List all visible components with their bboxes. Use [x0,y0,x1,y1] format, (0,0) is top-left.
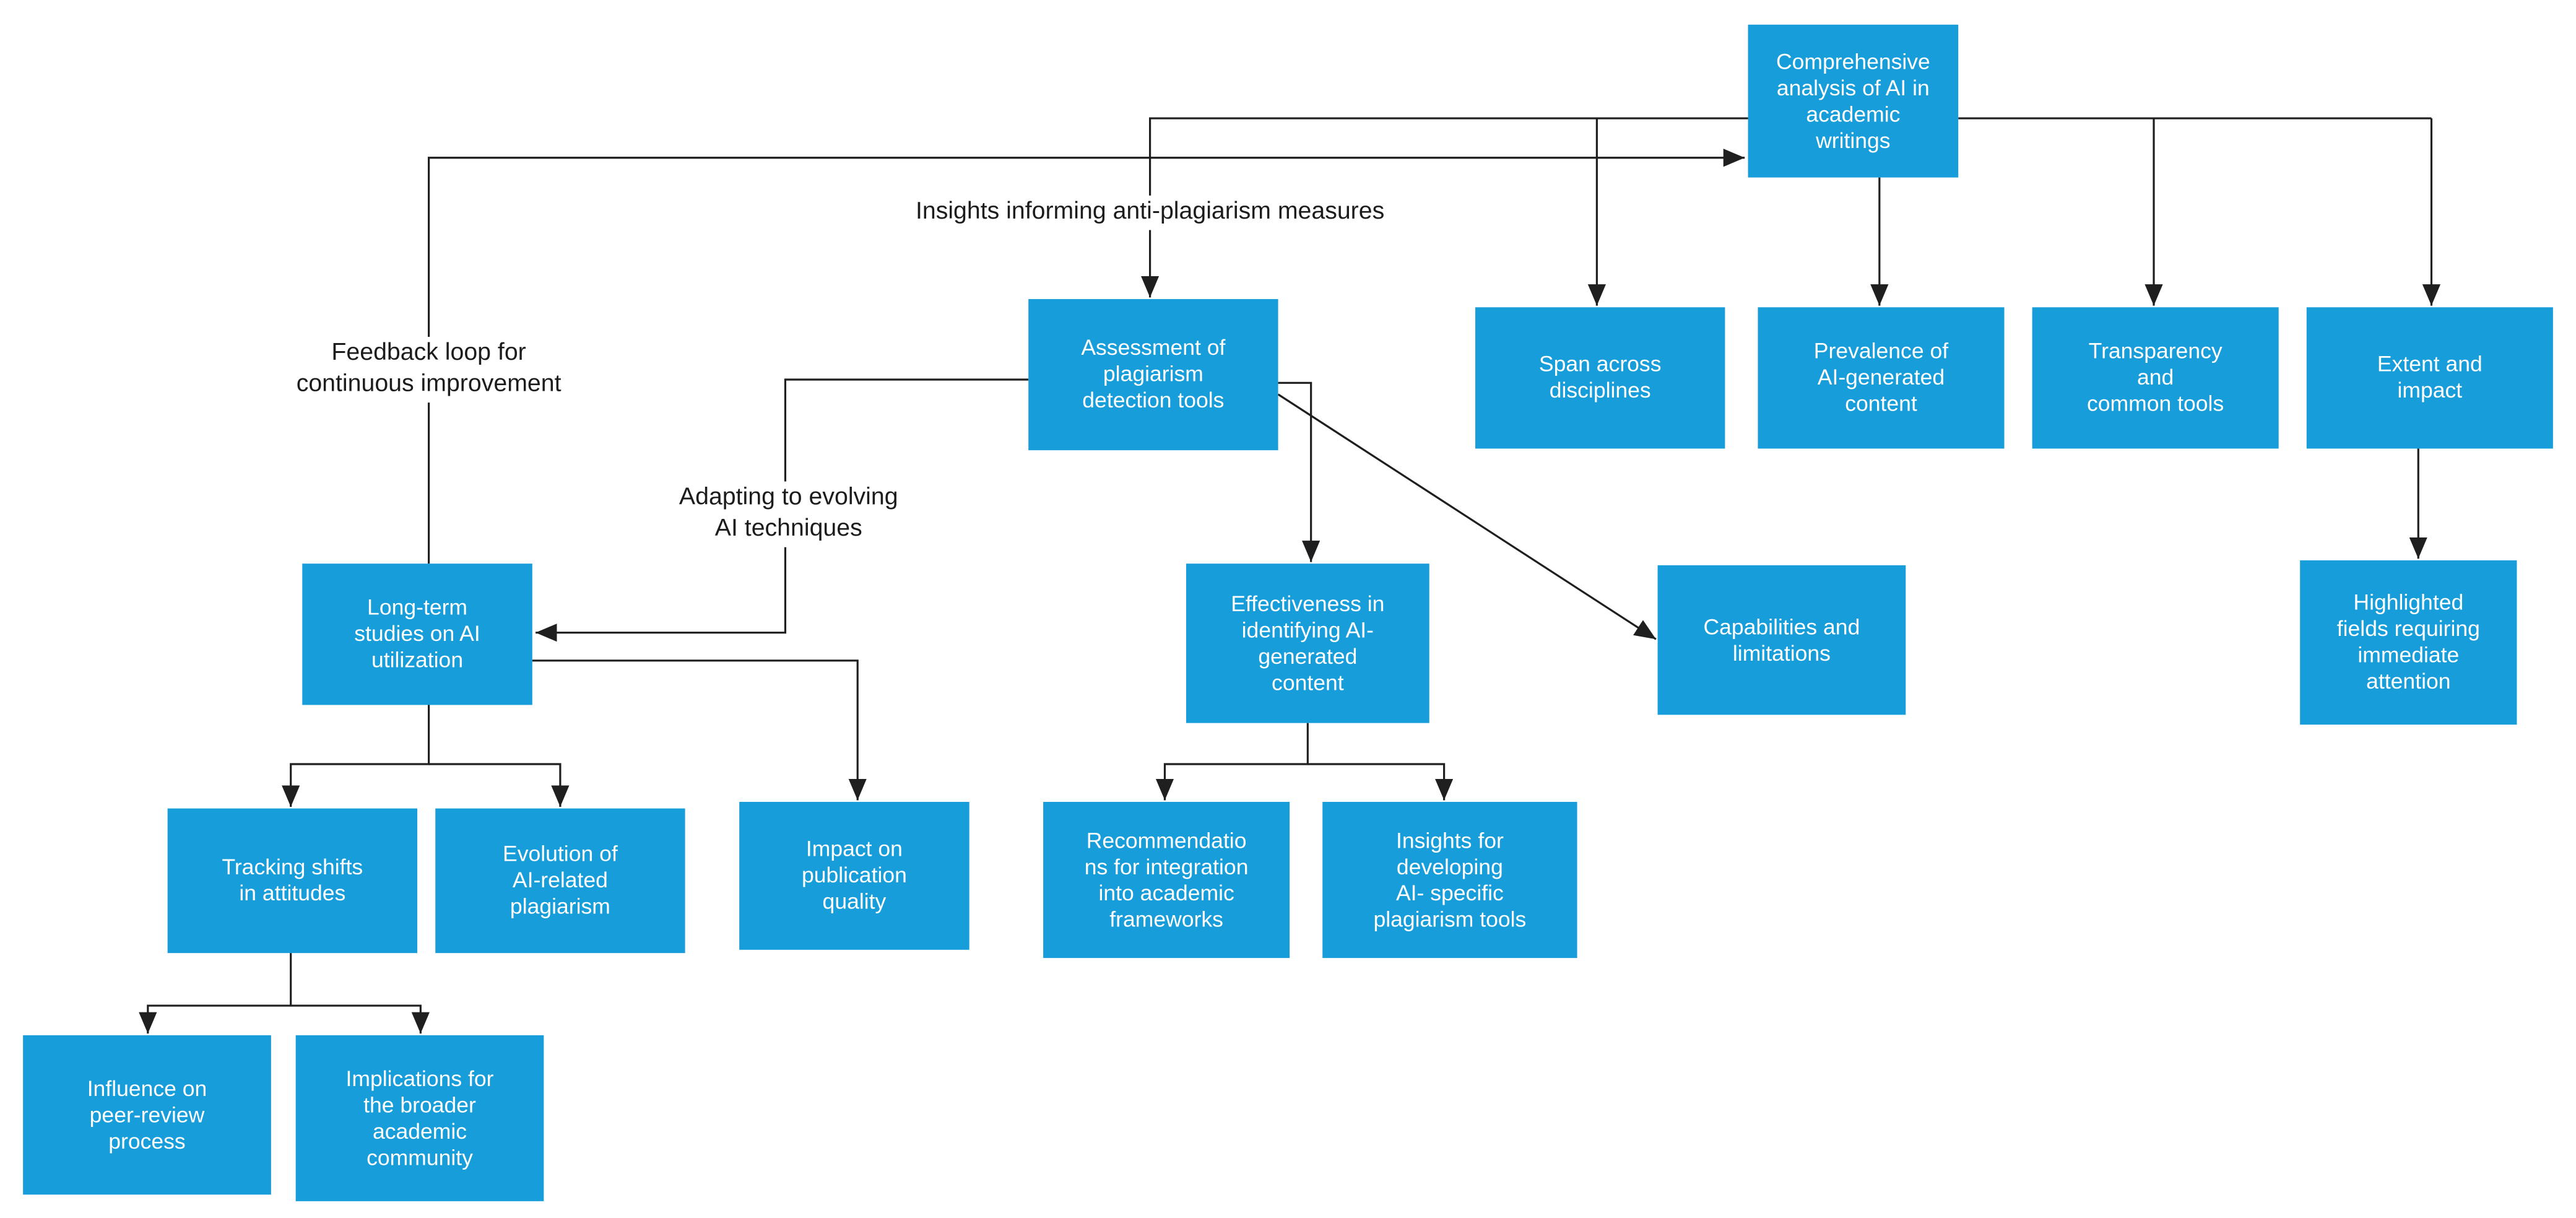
node-text-line: attention [2366,669,2451,694]
node-text-line: Span across [1538,351,1662,376]
connector-tracking-split-right [290,1004,430,1034]
edge-label-insights: Insights informing anti-plagiarism measu… [907,195,1393,230]
connector-to-capabilities [1277,393,1657,640]
connector-insights [1140,117,1748,298]
node-text-line: Comprehensive [1776,48,1930,74]
connector-to-effectiveness [1278,381,1321,562]
node-text-line: Tracking shifts [222,854,363,879]
node-span-disciplines: Span across disciplines [1475,307,1725,449]
node-text-line: into academic [1098,880,1234,905]
node-evolution-plagiarism: Evolution of AI-related plagiarism [435,808,685,954]
node-text-line: Evolution of [503,841,618,866]
node-transparency-tools: Transparency and common tools [2032,307,2279,449]
edge-label-line: continuous improvement [296,371,562,398]
node-text-line: ns for integration [1084,853,1249,879]
edge-label-feedback-loop: Feedback loop for continuous improvement [288,337,570,403]
node-text-line: academic [372,1118,467,1143]
node-text-line: the broader [363,1092,476,1117]
node-text-line: disciplines [1549,378,1651,403]
connector-effectiveness-split [1155,723,1309,801]
node-text-line: AI-generated [1817,365,1945,389]
node-text-line: writings [1816,127,1891,152]
node-text-line: plagiarism tools [1373,906,1527,931]
node-text-line: Implications for [345,1065,494,1090]
node-text-line: impact [2397,378,2463,403]
connector-longterm-split-right [428,763,570,807]
node-text-line: community [366,1144,473,1170]
node-text-line: utilization [371,647,464,672]
node-text-line: Insights for [1395,827,1504,852]
node-text-line: immediate [2357,642,2460,668]
node-text-line: identifying AI- [1241,617,1374,642]
node-text-line: limitations [1732,640,1831,665]
edge-label-adapting: Adapting to evolving AI techniques [670,481,906,547]
node-text-line: studies on AI [354,621,480,646]
node-text-line: in attitudes [239,881,346,906]
node-comprehensive-analysis: Comprehensive analysis of AI in academic… [1748,24,1959,178]
node-text-line: detection tools [1082,388,1225,413]
connector-effectiveness-split-right [1308,763,1454,801]
edge-label-line: Adapting to evolving [679,484,898,511]
node-text-line: plagiarism [510,894,610,919]
node-text-line: content [1272,669,1344,695]
node-assessment-tools: Assessment of plagiarism detection tools [1028,298,1278,451]
node-implications-community: Implications for the broader academic co… [295,1035,544,1201]
node-text-line: Highlighted [2353,589,2464,615]
node-text-line: generated [1258,643,1358,668]
node-text-line: AI-related [512,868,608,892]
node-tracking-shifts: Tracking shifts in attitudes [167,808,418,954]
node-text-line: AI- specific [1395,880,1504,905]
node-effectiveness-identifying: Effectiveness in identifying AI- generat… [1186,563,1429,723]
connector-longterm-split [282,705,430,807]
node-text-line: frameworks [1109,906,1223,931]
node-text-line: academic [1806,101,1901,126]
node-text-line: Impact on [805,836,903,861]
node-text-line: peer-review [89,1102,205,1127]
node-text-line: fields requiring [2336,616,2480,641]
node-text-line: Prevalence of [1813,338,1949,363]
node-long-term-studies: Long-term studies on AI utilization [302,563,532,705]
node-text-line: common tools [2087,391,2224,416]
node-text-line: analysis of AI in [1776,74,1930,100]
node-text-line: Assessment of [1081,335,1226,360]
node-text-line: quality [822,889,887,914]
node-text-line: Recommendatio [1086,827,1247,852]
node-text-line: process [108,1128,186,1153]
connector-tracking-split [139,953,292,1034]
node-text-line: Influence on [87,1075,207,1100]
node-text-line: Transparency [2088,338,2223,363]
node-capabilities-limitations: Capabilities and limitations [1657,565,1906,715]
node-text-line: Extent and [2377,351,2483,376]
node-recommendations-integration: Recommendatio ns for integration into ac… [1043,802,1290,959]
connector-feedback-loop [428,149,1745,564]
node-text-line: publication [801,863,907,887]
node-text-line: content [1845,391,1917,416]
node-text-line: and [2137,365,2174,389]
node-extent-impact: Extent and impact [2306,307,2553,449]
node-highlighted-fields: Highlighted fields requiring immediate a… [2300,560,2517,725]
node-text-line: developing [1396,853,1503,879]
node-influence-peer-review: Influence on peer-review process [23,1035,271,1195]
edge-label-line: AI techniques [714,516,862,542]
node-text-line: Effectiveness in [1231,591,1385,616]
edge-label-line: Feedback loop for [331,340,526,367]
node-text-line: Capabilities and [1703,614,1860,638]
node-insights-developing: Insights for developing AI- specific pla… [1322,802,1577,959]
connector-to-impact-quality [532,659,867,801]
node-prevalence-content: Prevalence of AI-generated content [1758,307,2005,449]
node-text-line: plagiarism [1103,361,1203,386]
node-text-line: Long-term [367,594,468,620]
node-impact-quality: Impact on publication quality [739,802,969,950]
